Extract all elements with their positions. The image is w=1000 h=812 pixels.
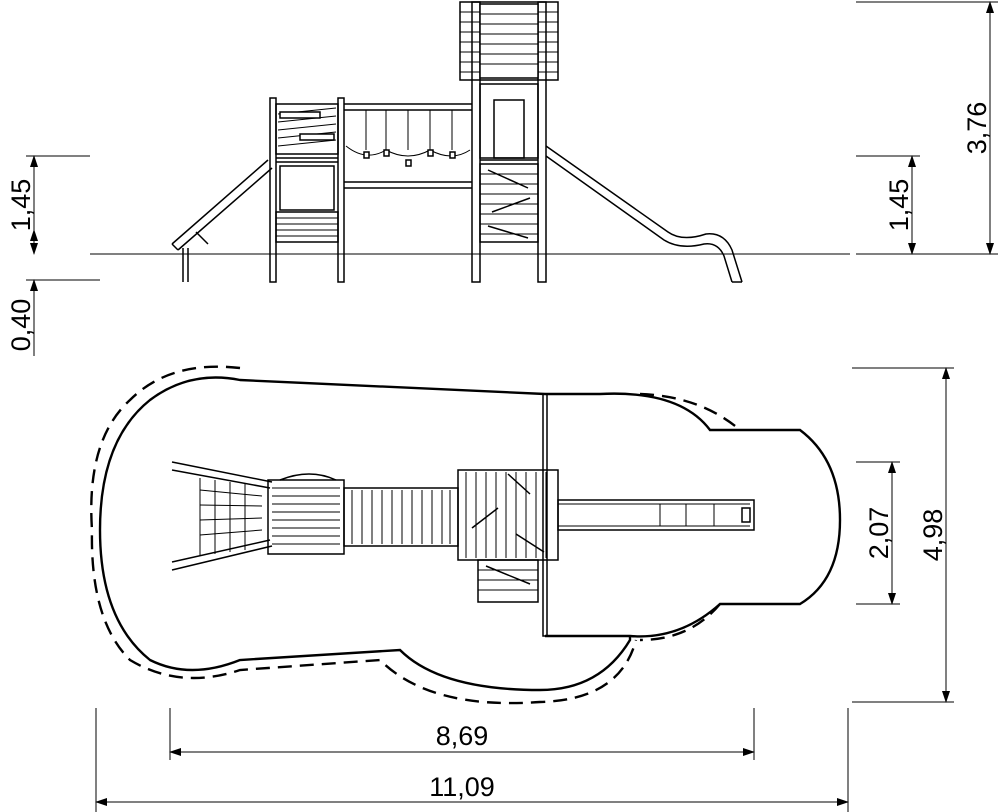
bridge [344, 103, 472, 189]
dim-foundation-depth-label: 0,40 [6, 299, 36, 352]
dim-foundation-depth: 0,40 [6, 229, 90, 356]
slide-plan [557, 499, 755, 531]
left-platform [267, 473, 345, 555]
plan-view: 2,07 4,98 [90, 365, 954, 705]
right-tower-plan [457, 469, 559, 603]
dim-structure-length: 8,69 [169, 708, 755, 760]
dim-safety-width: 4,98 [852, 367, 954, 703]
dim-safety-length: 11,09 [95, 708, 849, 812]
bridge-plan [343, 487, 459, 547]
dim-safety-length-label: 11,09 [429, 772, 495, 802]
left-tower [269, 97, 345, 283]
dim-total-height-label: 3,76 [962, 102, 992, 155]
impact-area-dashed [90, 365, 638, 705]
right-tower [459, 1, 559, 283]
right-slide [545, 145, 743, 283]
slide-zone-dashed [639, 392, 741, 642]
dim-structure-width-label: 2,07 [864, 507, 894, 560]
dim-safety-width-label: 4,98 [918, 509, 948, 562]
dim-left-height-label: 1,45 [6, 179, 36, 232]
dim-right-height: 1,45 [856, 155, 920, 255]
slide-zone-solid [545, 392, 842, 638]
dim-structure-width: 2,07 [856, 461, 900, 605]
dim-left-height: 1,45 [6, 155, 90, 255]
dim-right-height-label: 1,45 [884, 179, 914, 232]
left-slide [171, 159, 273, 282]
impact-area-solid [98, 376, 632, 692]
dim-total-height: 3,76 [856, 1, 998, 255]
dim-structure-length-label: 8,69 [436, 721, 489, 751]
elevation-view: 1,45 0,40 1,45 3,76 [6, 1, 998, 356]
net-climber [171, 461, 273, 571]
